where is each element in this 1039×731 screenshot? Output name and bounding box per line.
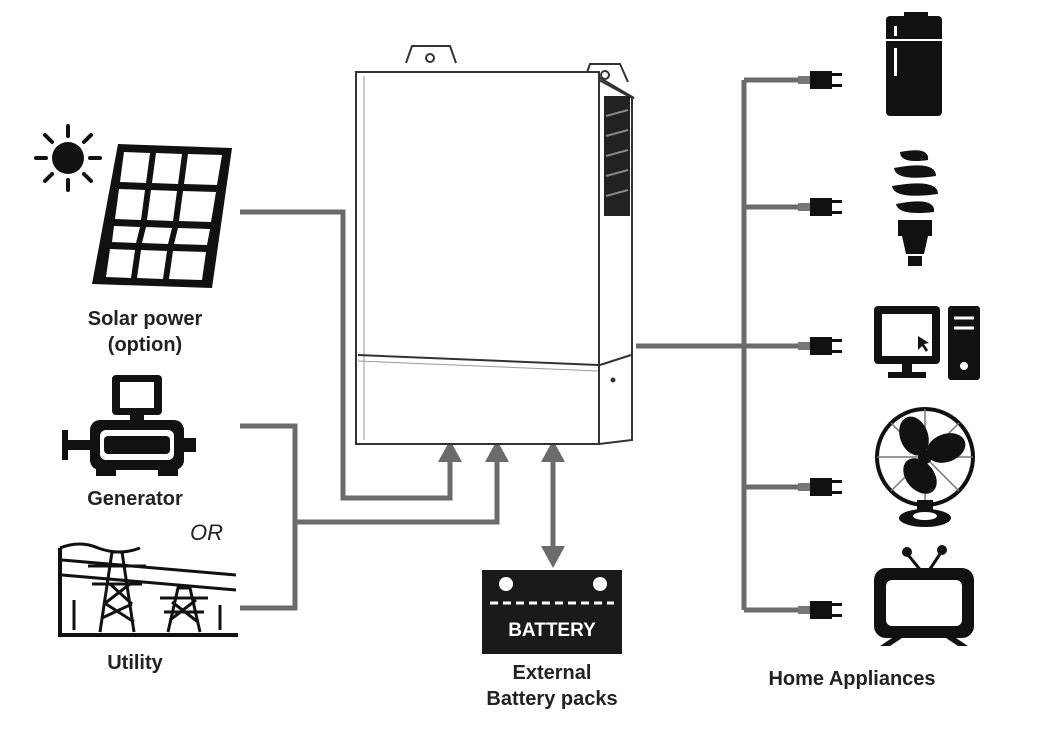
battery-down-arrow	[541, 546, 565, 568]
solar-label-line1: Solar power	[87, 308, 203, 330]
generator-icon	[62, 375, 196, 476]
arrowheads	[438, 440, 565, 568]
tv-icon	[874, 545, 974, 646]
utility-tower-icon	[58, 542, 238, 637]
solar-label: Solar power (option)	[60, 306, 230, 358]
solar-input-arrow	[438, 440, 462, 462]
plug-icon	[798, 198, 842, 216]
battery-label-line1: External	[512, 662, 592, 684]
battery-label: External Battery packs	[462, 660, 642, 712]
plug-icon	[798, 71, 842, 89]
battery-up-arrow	[541, 440, 565, 462]
plug-icons	[798, 71, 842, 619]
bulb-icon	[892, 150, 938, 266]
or-label: OR	[190, 520, 223, 545]
sun-icon	[34, 124, 102, 192]
connection-lines	[240, 77, 798, 613]
appliances-label: Home Appliances	[768, 668, 936, 690]
plug-icon	[798, 478, 842, 496]
utility-label: Utility	[107, 652, 163, 674]
plug-icon	[798, 601, 842, 619]
generator-label: Generator	[87, 488, 183, 510]
solar-panel-icon	[92, 144, 232, 288]
inverter-icon	[354, 45, 635, 446]
battery-label-line2: Battery packs	[486, 688, 618, 710]
grid-input-arrow	[485, 440, 509, 462]
fan-icon	[875, 407, 975, 527]
refrigerator-icon	[886, 12, 942, 116]
computer-icon	[874, 306, 980, 380]
solar-label-line2: (option)	[107, 334, 183, 356]
plug-icon	[798, 337, 842, 355]
battery-text: BATTERY	[508, 620, 596, 641]
battery-icon	[482, 570, 622, 654]
